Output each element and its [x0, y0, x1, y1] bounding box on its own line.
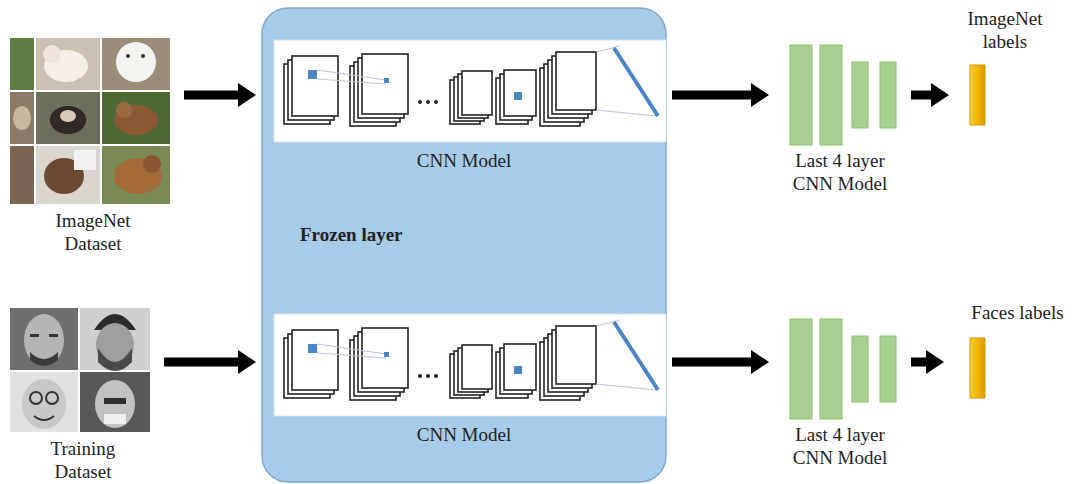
frozen-region: Frozen layerCNN ModelCNN Model: [262, 8, 666, 482]
node-label: Faces labels: [953, 302, 1083, 325]
cnn-illustration: [274, 40, 666, 142]
dense-block: Last 4 layer CNN Model: [775, 314, 905, 470]
region-title: Frozen layer: [300, 224, 403, 247]
output-block: Faces labels: [950, 302, 1085, 391]
output-bar: [970, 65, 985, 125]
output-bar: [970, 338, 985, 398]
dataset-block: Training Dataset: [8, 308, 158, 484]
node-label: CNN Model: [364, 424, 564, 447]
cnn-illustration: [274, 314, 666, 416]
dense-layers: [790, 319, 896, 419]
node-label: Last 4 layer CNN Model: [780, 150, 900, 196]
node-label: Training Dataset: [23, 438, 143, 484]
output-block: ImageNet labels: [955, 8, 1055, 120]
flow-arrow: [911, 350, 944, 374]
flow-arrow: [672, 350, 769, 374]
face-photos: [10, 308, 150, 432]
frozen-region: [262, 8, 666, 482]
imagenet-photos: [10, 38, 170, 204]
cnn-block: CNN Model: [262, 40, 666, 173]
dataset-block: ImageNet Dataset: [8, 36, 178, 256]
node-label: CNN Model: [364, 150, 564, 173]
flow-arrow: [184, 83, 256, 107]
node-label: Last 4 layer CNN Model: [780, 424, 900, 470]
flow-arrow: [911, 83, 949, 107]
flow-arrow: [672, 83, 769, 107]
dense-layers: [790, 45, 896, 145]
dense-block: Last 4 layer CNN Model: [775, 40, 905, 196]
node-label: ImageNet Dataset: [33, 210, 153, 256]
flow-arrow: [164, 350, 256, 374]
cnn-block: CNN Model: [262, 314, 666, 447]
node-label: ImageNet labels: [960, 8, 1050, 54]
